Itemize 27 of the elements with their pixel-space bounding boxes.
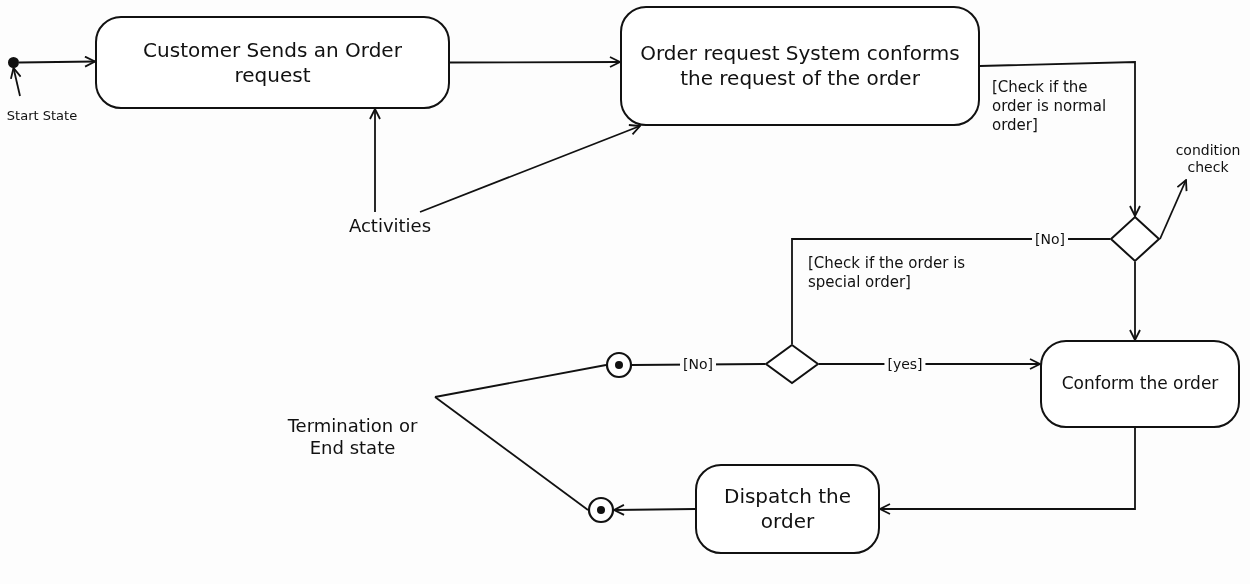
arrow: [369, 108, 381, 213]
activity-label: Conform the order: [1061, 373, 1219, 395]
arrow: [10, 67, 22, 97]
arrow: [979, 61, 1141, 217]
annotation-text: Start State: [2, 96, 82, 136]
arrow: [879, 427, 1136, 515]
annotation-text: Termination or End state: [270, 395, 435, 479]
activity-box: [620, 6, 980, 126]
arrow: [613, 504, 696, 516]
edge-label: [No]: [1032, 231, 1068, 247]
edge-label: [yes]: [884, 356, 926, 372]
arrow: [18, 55, 96, 68]
activity-label: Customer Sends an Order request: [142, 37, 403, 88]
arrow: [1159, 179, 1188, 240]
edge-label: [No]: [680, 356, 716, 372]
activity-box: [1040, 340, 1240, 428]
activity-label: Order request System conforms the request of the order: [639, 41, 961, 91]
arrow: [1129, 261, 1141, 341]
activity-box: [695, 464, 880, 554]
annotation-text: condition check: [1168, 138, 1248, 180]
annotation-text: Activities: [330, 212, 450, 240]
activity-box: [95, 16, 450, 109]
activity-label: Dispatch the order: [723, 484, 852, 534]
arrow: [449, 56, 621, 68]
guard-condition: [Check if the order is normal order]: [992, 78, 1108, 135]
arrow: [419, 124, 641, 213]
guard-condition: [Check if the order is special order]: [808, 254, 967, 292]
